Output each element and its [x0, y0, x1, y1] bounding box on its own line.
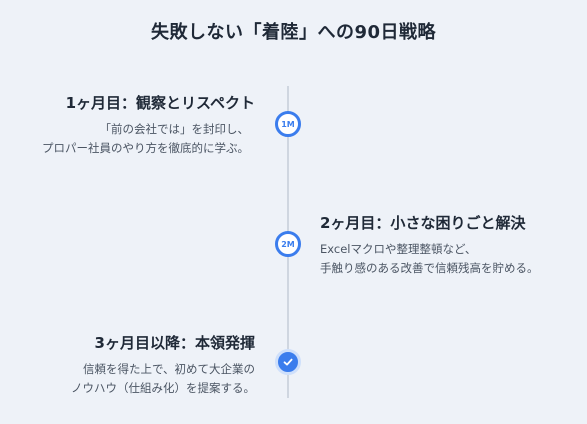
step-1-title: 1ヶ月目：観察とリスペクト [65, 94, 255, 112]
step-2-desc-line2: 手触り感のある改善で信頼残高を貯める。 [320, 261, 539, 275]
step-2-badge: 2M [281, 239, 295, 249]
step-1-desc-line1: 「前の会社では」を封印し、 [99, 122, 250, 136]
step-1-description: 「前の会社では」を封印し、 プロパー社員のやり方を徹底的に学ぶ。 [42, 120, 249, 158]
step-3-title: 3ヶ月目以降：本領発揮 [94, 334, 255, 352]
step-3-description: 信頼を得た上で、初めて大企業の ノウハウ（仕組み化）を提案する。 [71, 360, 255, 398]
step-3-marker [275, 349, 301, 375]
step-2-marker: 2M [275, 231, 301, 257]
step-2-desc-line1: Excelマクロや整理整頓など、 [320, 242, 477, 256]
step-1-marker: 1M [275, 111, 301, 137]
step-2-title: 2ヶ月目：小さな困りごと解決 [320, 214, 526, 232]
step-3-desc-line2: ノウハウ（仕組み化）を提案する。 [71, 381, 255, 395]
step-2-description: Excelマクロや整理整頓など、 手触り感のある改善で信頼残高を貯める。 [320, 240, 539, 278]
check-icon [283, 358, 293, 366]
step-1-badge: 1M [281, 119, 295, 129]
page-title: 失敗しない「着陸」への90日戦略 [150, 22, 437, 43]
step-3-desc-line1: 信頼を得た上で、初めて大企業の [82, 362, 255, 376]
step-1-desc-line2: プロパー社員のやり方を徹底的に学ぶ。 [42, 141, 249, 155]
